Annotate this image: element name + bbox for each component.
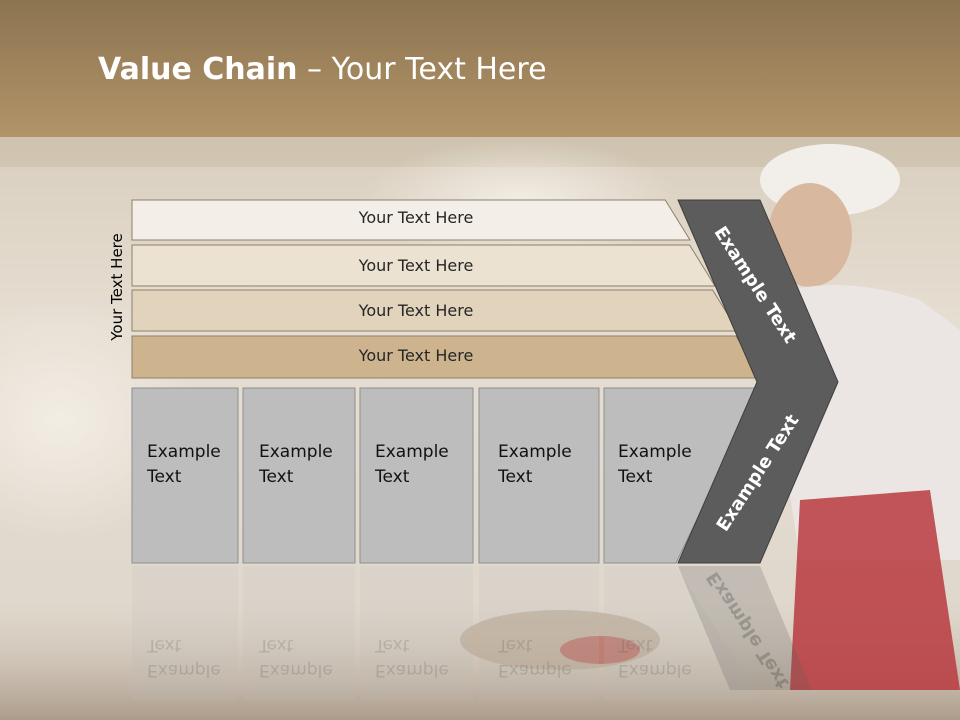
process-box <box>131 387 239 564</box>
band-shape <box>131 199 691 241</box>
band-label: Your Text Here <box>358 346 474 365</box>
chevron-reflection <box>678 566 812 690</box>
process-box-reflection <box>360 566 473 700</box>
process-box-reflection <box>132 566 238 700</box>
slide-title: Value Chain – Your Text Here <box>98 52 547 87</box>
process-box-reflection <box>243 566 355 700</box>
band-label: Your Text Here <box>358 208 474 227</box>
process-box-reflection <box>479 566 599 700</box>
process-box <box>242 387 356 564</box>
band-label: Your Text Here <box>358 256 474 275</box>
process-box <box>359 387 474 564</box>
band-label: Your Text Here <box>358 301 474 320</box>
chevron-arrow <box>677 199 839 564</box>
process-box-reflection <box>604 566 760 700</box>
process-box <box>603 387 761 564</box>
process-box <box>478 387 600 564</box>
